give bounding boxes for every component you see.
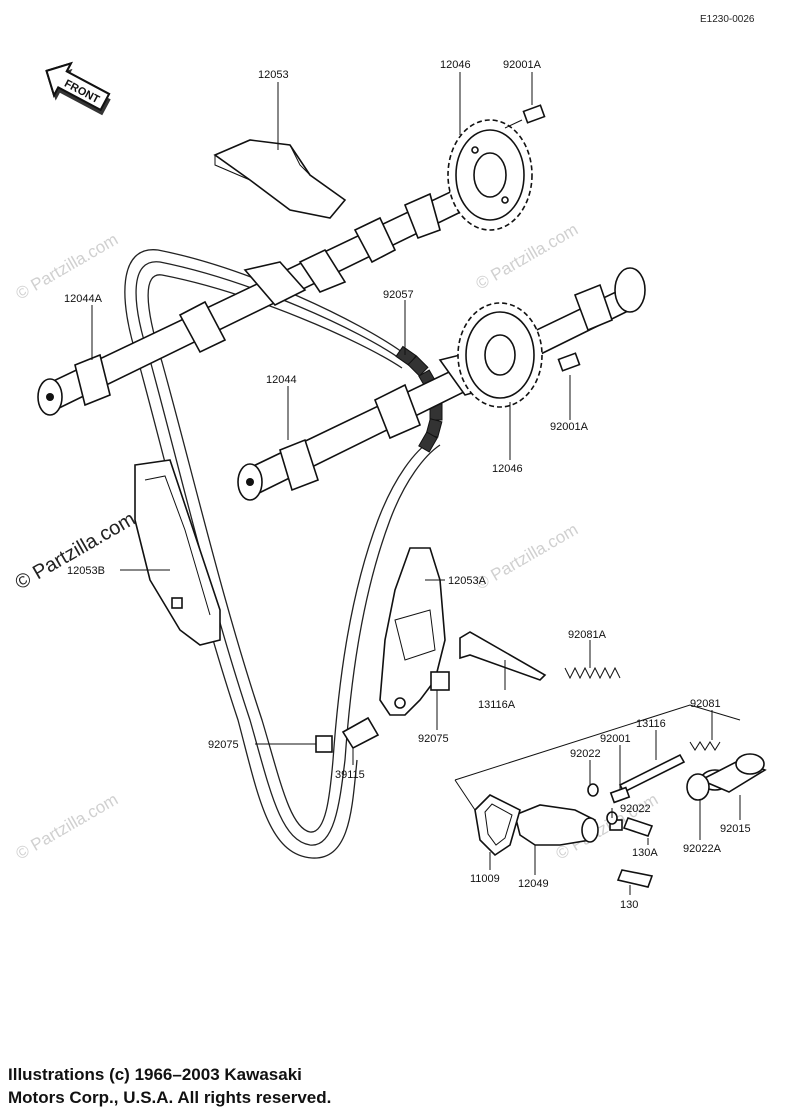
label-12044A: 12044A bbox=[64, 293, 103, 305]
label-130A: 130A bbox=[632, 847, 658, 859]
label-92015: 92015 bbox=[720, 823, 751, 835]
label-12053: 12053 bbox=[258, 69, 289, 81]
label-12053A: 12053A bbox=[448, 575, 487, 587]
label-92081A: 92081A bbox=[568, 629, 607, 641]
camshaft-12044 bbox=[237, 267, 646, 501]
sprocket-12046-upper bbox=[447, 119, 533, 231]
label-92057: 92057 bbox=[383, 289, 414, 301]
copyright-line-2: Motors Corp., U.S.A. All rights reserved… bbox=[8, 1088, 332, 1107]
push-rod-13116A bbox=[459, 631, 547, 681]
bolt-130A bbox=[622, 817, 654, 837]
copyright-line-1: Illustrations (c) 1966–2003 Kawasaki bbox=[8, 1065, 302, 1084]
label-92075-left: 92075 bbox=[208, 739, 239, 751]
camshaft-12044A bbox=[37, 183, 477, 416]
front-arrow-icon: FRONT bbox=[45, 61, 111, 116]
label-11009: 11009 bbox=[470, 873, 500, 885]
bolt-92001A-top bbox=[504, 104, 546, 129]
label-92022-mid: 92022 bbox=[620, 803, 651, 815]
label-92022-top: 92022 bbox=[570, 748, 601, 760]
gasket-11009 bbox=[474, 794, 521, 857]
label-12046-bottom: 12046 bbox=[492, 463, 523, 475]
cap-92015 bbox=[699, 753, 767, 793]
leader-lines bbox=[91, 72, 741, 895]
damper-92075-left bbox=[315, 735, 333, 753]
label-92001: 92001 bbox=[600, 733, 631, 745]
diagram-code: E1230-0026 bbox=[700, 14, 755, 25]
label-12053B: 12053B bbox=[67, 565, 105, 577]
tensioner-body-12049 bbox=[514, 804, 599, 846]
watermark-4: © Partzilla.com bbox=[13, 790, 122, 864]
cam-chain bbox=[124, 249, 443, 859]
label-92001A-right: 92001A bbox=[550, 421, 589, 433]
rod-13116 bbox=[618, 753, 686, 794]
label-92022A: 92022A bbox=[683, 843, 722, 855]
watermark-main: © Partzilla.com bbox=[12, 508, 140, 594]
label-92081: 92081 bbox=[690, 698, 721, 710]
chain-guide-12053A bbox=[379, 547, 446, 716]
label-13116: 13116 bbox=[636, 718, 666, 730]
label-39115: 39115 bbox=[335, 769, 365, 781]
collar-39115 bbox=[341, 716, 380, 750]
label-12049: 12049 bbox=[518, 878, 549, 890]
spring-92081 bbox=[689, 741, 721, 751]
label-92001A-top: 92001A bbox=[503, 59, 542, 71]
bolt-92001A-right bbox=[557, 352, 581, 372]
spring-92081A bbox=[564, 666, 621, 680]
label-12044: 12044 bbox=[266, 374, 297, 386]
label-130: 130 bbox=[620, 899, 638, 911]
label-12046-top: 12046 bbox=[440, 59, 471, 71]
label-92075-right: 92075 bbox=[418, 733, 449, 745]
sprocket-12046-lower bbox=[457, 302, 543, 408]
cover-12053 bbox=[213, 139, 347, 219]
label-13116A: 13116A bbox=[478, 699, 516, 711]
watermark-2: © Partzilla.com bbox=[473, 220, 582, 294]
chain-guide-12053B bbox=[134, 459, 221, 646]
watermark-3: © Partzilla.com bbox=[473, 520, 582, 594]
part-labels: 12053 12046 92001A 12044A 92057 12044 92… bbox=[64, 59, 751, 911]
damper-92075-right bbox=[430, 671, 450, 691]
copyright-notice: Illustrations (c) 1966–2003 Kawasaki Mot… bbox=[8, 1063, 331, 1109]
bolt-130 bbox=[616, 869, 654, 888]
oring-92022A bbox=[686, 773, 710, 801]
